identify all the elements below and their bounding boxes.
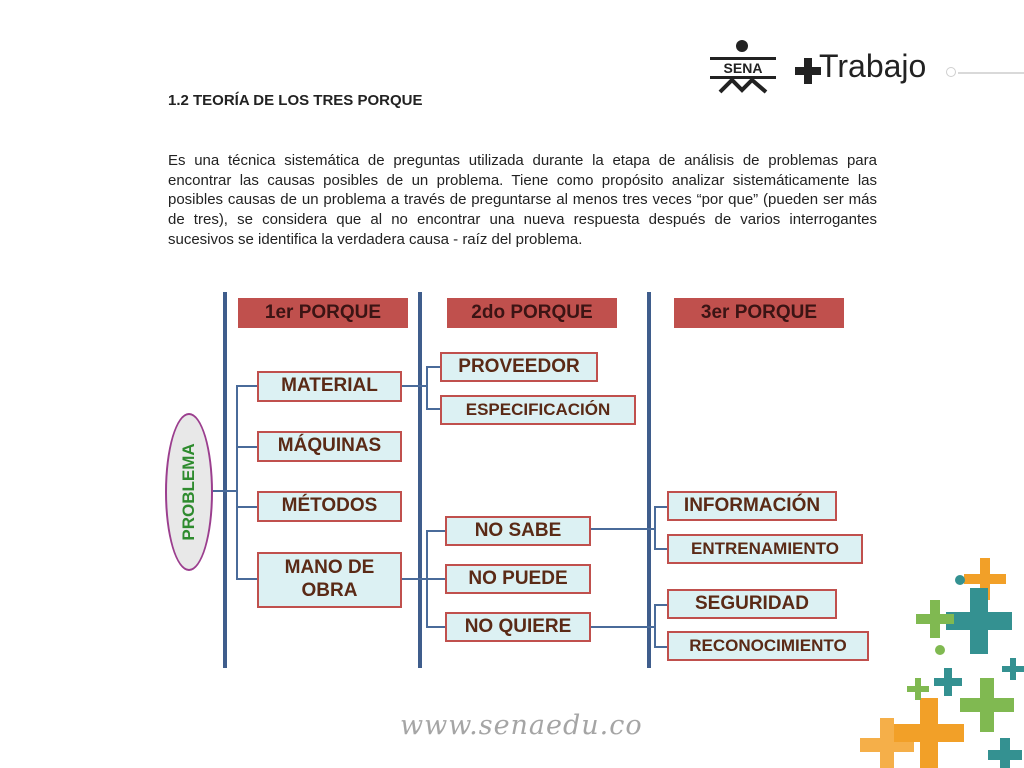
connector bbox=[426, 530, 445, 532]
column-divider-2 bbox=[418, 292, 422, 668]
connector bbox=[426, 578, 445, 580]
node-maquinas: MÁQUINAS bbox=[257, 431, 402, 462]
problem-node bbox=[165, 413, 213, 571]
footer-url: www.senaedu.co bbox=[400, 710, 643, 741]
node-no-quiere: NO QUIERE bbox=[445, 612, 591, 642]
plus-icon bbox=[795, 58, 821, 84]
node-entrenamiento: ENTRENAMIENTO bbox=[667, 534, 863, 564]
connector bbox=[654, 506, 656, 550]
node-metodos: MÉTODOS bbox=[257, 491, 402, 522]
connector bbox=[236, 385, 238, 579]
connector bbox=[654, 506, 667, 508]
sena-logo: SENA bbox=[710, 40, 776, 94]
sena-logo-text: SENA bbox=[724, 60, 763, 76]
connector bbox=[426, 366, 440, 368]
connector bbox=[401, 385, 427, 387]
section-paragraph: Es una técnica sistemática de preguntas … bbox=[168, 152, 877, 248]
section-title: 1.2 TEORÍA DE LOS TRES PORQUE bbox=[168, 92, 423, 109]
connector bbox=[236, 506, 257, 508]
node-especificacion: ESPECIFICACIÓN bbox=[440, 395, 636, 425]
node-no-puede: NO PUEDE bbox=[445, 564, 591, 594]
node-reconocimiento: RECONOCIMIENTO bbox=[667, 631, 869, 661]
header-2do-porque: 2do PORQUE bbox=[447, 298, 617, 328]
tagline-line bbox=[958, 72, 1024, 74]
connector bbox=[654, 604, 656, 648]
node-no-sabe: NO SABE bbox=[445, 516, 591, 546]
connector bbox=[654, 604, 667, 606]
node-mano-de-obra: MANO DE OBRA bbox=[257, 552, 402, 608]
node-seguridad: SEGURIDAD bbox=[667, 589, 837, 619]
connector bbox=[401, 578, 427, 580]
node-informacion: INFORMACIÓN bbox=[667, 491, 837, 521]
connector bbox=[654, 548, 667, 550]
connector bbox=[213, 490, 237, 492]
connector bbox=[426, 626, 445, 628]
column-divider-3 bbox=[647, 292, 651, 668]
connector bbox=[236, 446, 257, 448]
tagline: Trabajo bbox=[819, 48, 927, 84]
node-material: MATERIAL bbox=[257, 371, 402, 402]
connector bbox=[236, 385, 257, 387]
connector bbox=[426, 408, 440, 410]
node-proveedor: PROVEEDOR bbox=[440, 352, 598, 382]
column-divider-1 bbox=[223, 292, 227, 668]
connector bbox=[426, 366, 428, 410]
connector bbox=[236, 578, 257, 580]
problem-label: PROBLEMA bbox=[179, 443, 198, 541]
header-1er-porque: 1er PORQUE bbox=[238, 298, 408, 328]
tagline-dot bbox=[946, 67, 956, 77]
connector bbox=[591, 626, 655, 628]
header-3er-porque: 3er PORQUE bbox=[674, 298, 844, 328]
decorative-crosses bbox=[860, 558, 1024, 768]
connector bbox=[654, 646, 667, 648]
connector bbox=[591, 528, 655, 530]
